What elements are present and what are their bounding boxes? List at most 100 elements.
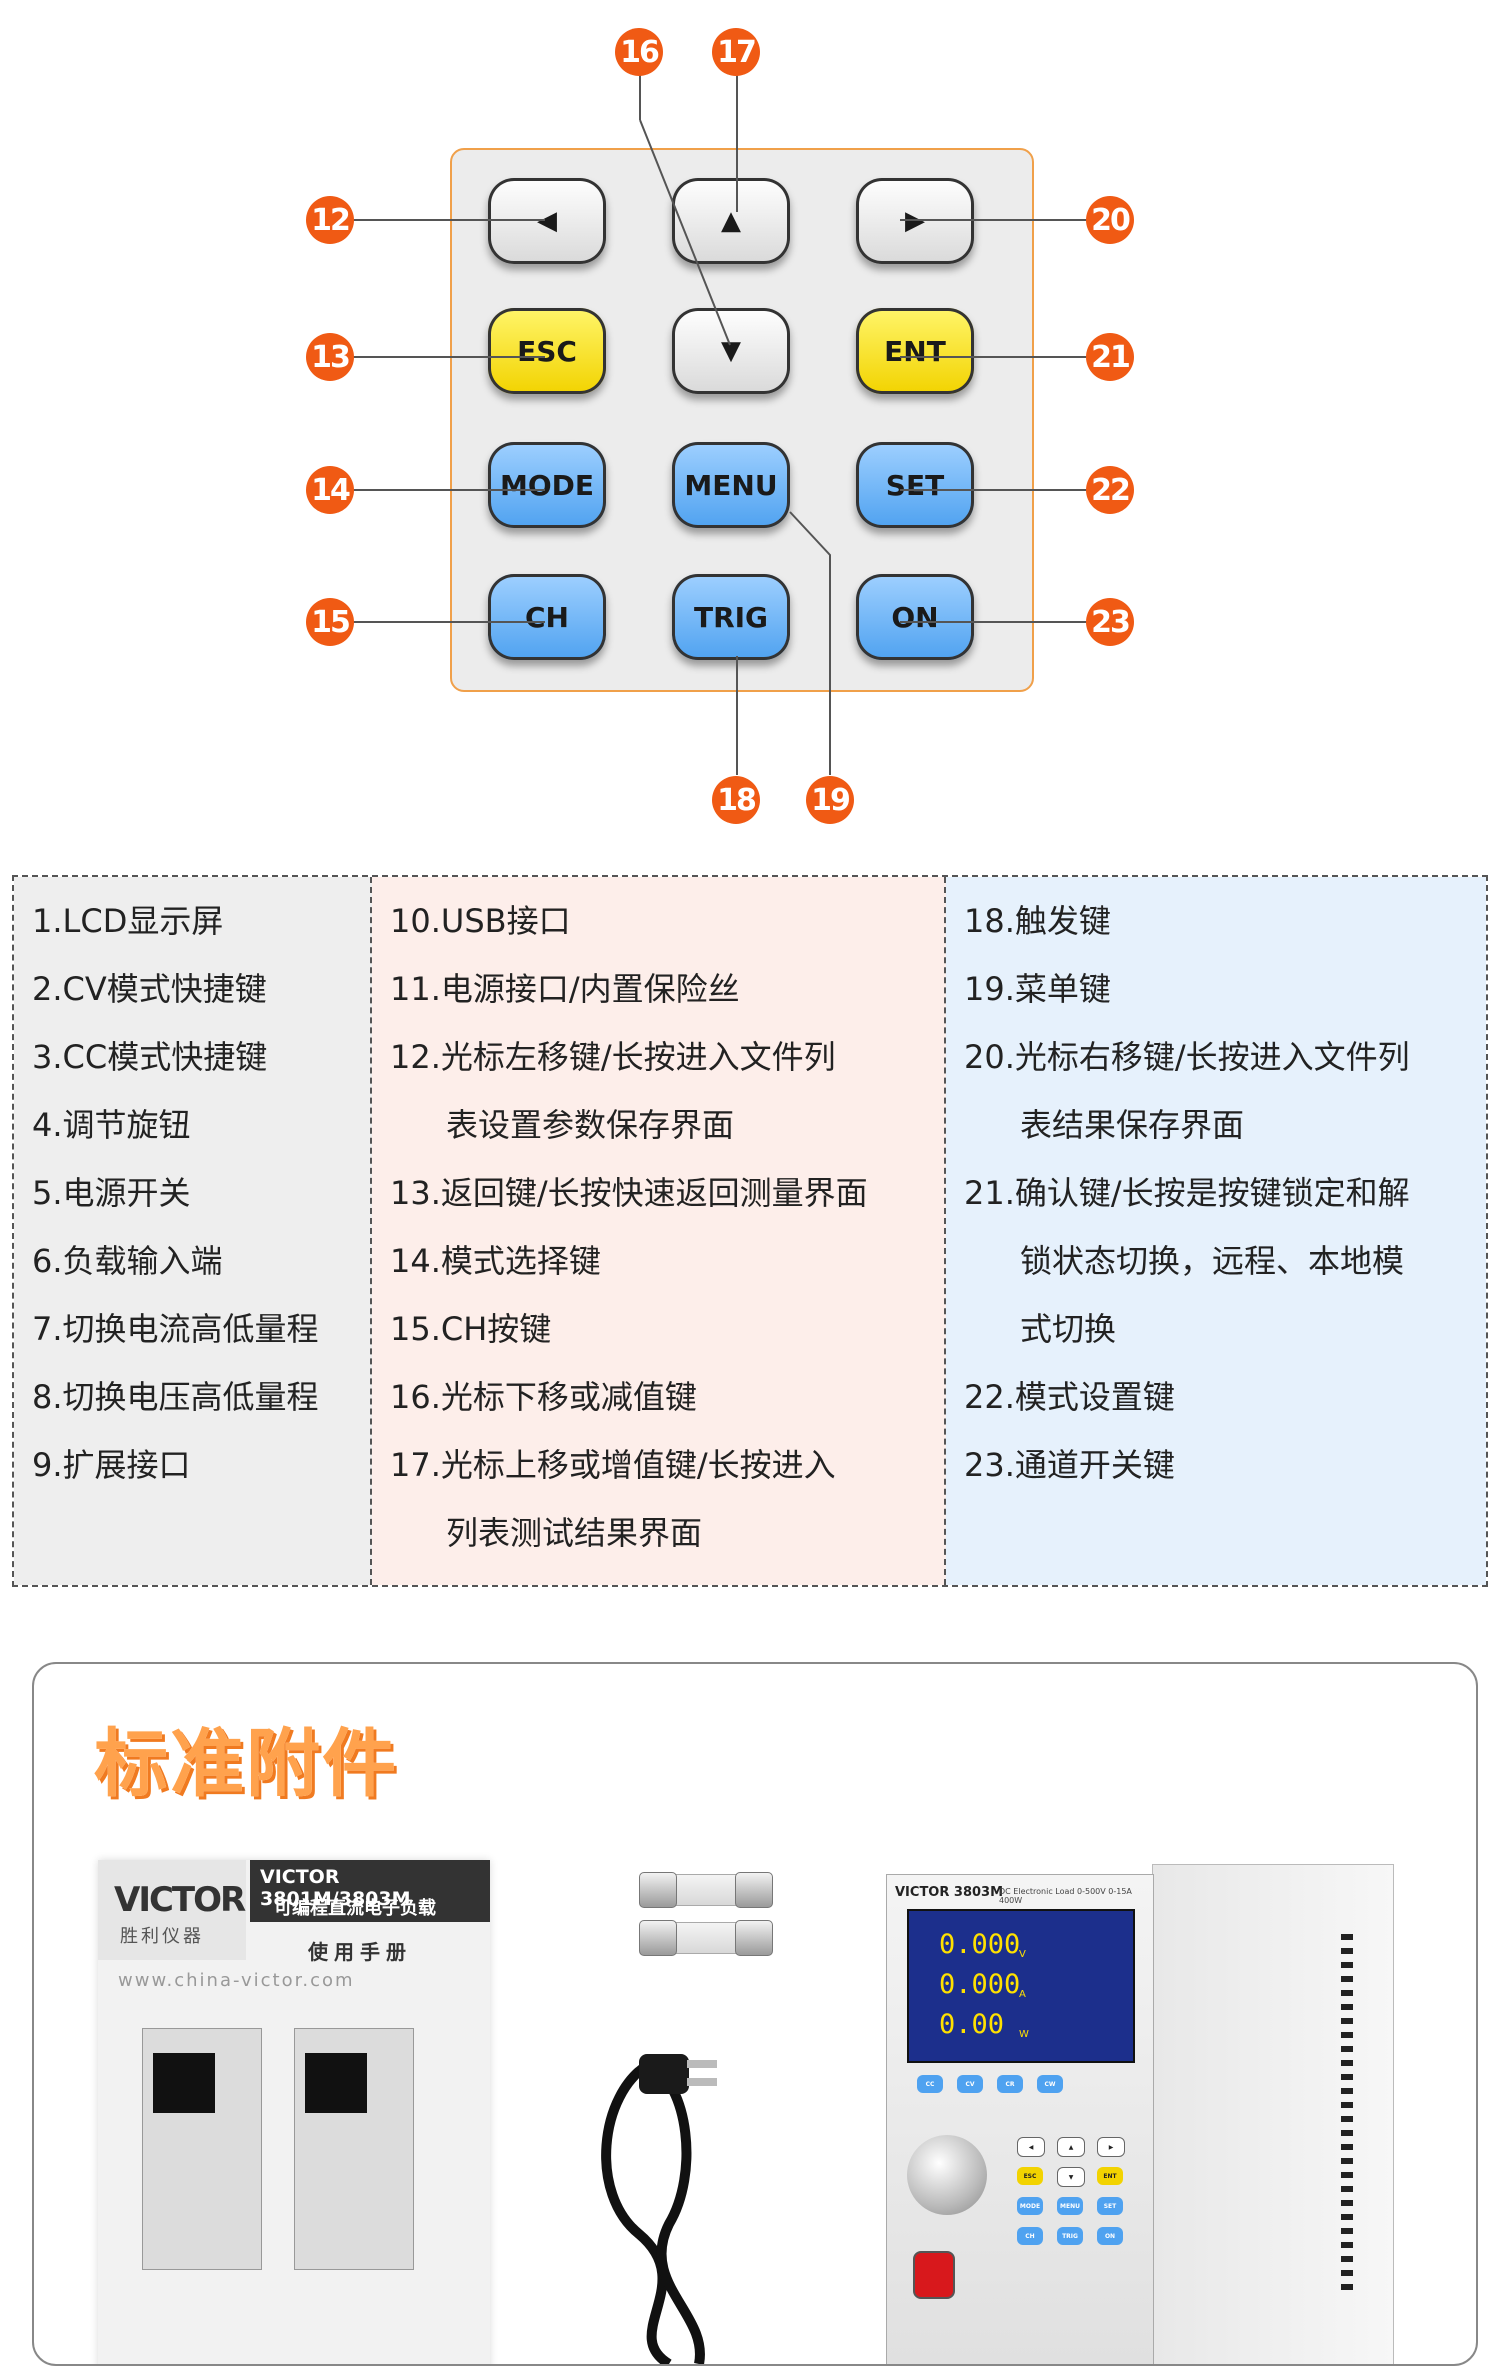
callout-17: 17 xyxy=(712,28,760,76)
vent-slot xyxy=(1341,2144,1353,2150)
mini-key: MODE xyxy=(1017,2197,1043,2215)
down-arrow-key[interactable]: ▼ xyxy=(672,308,790,394)
on-key[interactable]: ON xyxy=(856,574,974,660)
fuse-icon xyxy=(639,1872,773,1908)
device-cc-button: CC xyxy=(917,2075,943,2093)
description-item: 13.返回键/长按快速返回测量界面 xyxy=(390,1174,868,1212)
set-key[interactable]: SET xyxy=(856,442,974,528)
description-item: 22.模式设置键 xyxy=(964,1378,1175,1416)
description-item: 9.扩展接口 xyxy=(32,1446,191,1484)
callout-lines xyxy=(340,72,1090,775)
key-description-table: 1.LCD显示屏 2.CV模式快捷键 3.CC模式快捷键 4.调节旋钮 5.电源… xyxy=(12,875,1488,1587)
power-switch-icon xyxy=(913,2251,955,2299)
accessories-title: 标准附件 xyxy=(94,1721,398,1807)
vent-slot xyxy=(1341,2270,1353,2276)
mini-key: ▼ xyxy=(1057,2167,1085,2187)
callout-22: 22 xyxy=(1086,466,1134,514)
accessories-panel: 标准附件 VICTOR 胜利仪器 VICTOR 3801M/3803M 可编程直… xyxy=(32,1662,1478,2366)
description-column-2: 10.USB接口 11.电源接口/内置保险丝 12.光标左移键/长按进入文件列 … xyxy=(372,877,946,1585)
manual-logo-block: VICTOR 胜利仪器 xyxy=(98,1860,246,1960)
description-item: 18.触发键 xyxy=(964,902,1111,940)
vent-slot xyxy=(1341,2004,1353,2010)
vent-slot xyxy=(1341,2018,1353,2024)
callout-19: 19 xyxy=(806,776,854,824)
mini-key: MENU xyxy=(1057,2197,1083,2215)
mini-key: CH xyxy=(1017,2227,1043,2245)
vent-slot xyxy=(1341,2116,1353,2122)
mini-key: ON xyxy=(1097,2227,1123,2245)
manual-device-photo xyxy=(294,2028,414,2270)
description-item: 23.通道开关键 xyxy=(964,1446,1175,1484)
mini-key: TRIG xyxy=(1057,2227,1083,2245)
description-item: 2.CV模式快捷键 xyxy=(32,970,267,1008)
description-item: 表结果保存界面 xyxy=(1020,1106,1245,1144)
vent-slot xyxy=(1341,2172,1353,2178)
adjust-knob-icon xyxy=(907,2135,987,2215)
description-column-1: 1.LCD显示屏 2.CV模式快捷键 3.CC模式快捷键 4.调节旋钮 5.电源… xyxy=(14,877,372,1585)
vent-slot xyxy=(1341,1934,1353,1940)
device-cw-button: CW xyxy=(1037,2075,1063,2093)
trig-key[interactable]: TRIG xyxy=(672,574,790,660)
victor-logo-cn: 胜利仪器 xyxy=(120,1926,204,1947)
description-item: 19.菜单键 xyxy=(964,970,1111,1008)
manual-title-band: VICTOR 3801M/3803M 可编程直流电子负载 xyxy=(250,1860,490,1922)
callout-23: 23 xyxy=(1086,598,1134,646)
victor-logo: VICTOR xyxy=(114,1880,246,1920)
device-front-panel: VICTOR 3803M DC Electronic Load 0-500V 0… xyxy=(886,1874,1154,2364)
manual-subtitle: 可编程直流电子负载 xyxy=(274,1898,436,1919)
vent-slot xyxy=(1341,2046,1353,2052)
callout-18: 18 xyxy=(712,776,760,824)
device-side-panel xyxy=(1152,1864,1394,2364)
description-item: 1.LCD显示屏 xyxy=(32,902,224,940)
electronic-load-device-image: VICTOR 3803M DC Electronic Load 0-500V 0… xyxy=(886,1834,1394,2364)
callout-13: 13 xyxy=(306,333,354,381)
mode-key[interactable]: MODE xyxy=(488,442,606,528)
callout-12: 12 xyxy=(306,196,354,244)
ch-key[interactable]: CH xyxy=(488,574,606,660)
vent-slot xyxy=(1341,2158,1353,2164)
device-cr-button: CR xyxy=(997,2075,1023,2093)
vent-slot xyxy=(1341,2228,1353,2234)
description-item: 7.切换电流高低量程 xyxy=(32,1310,319,1348)
description-item: 6.负载输入端 xyxy=(32,1242,223,1280)
mini-key: ▶ xyxy=(1097,2137,1125,2157)
ent-key[interactable]: ENT xyxy=(856,308,974,394)
screen-current: 0.000 xyxy=(939,1969,1021,2000)
mini-key: ESC xyxy=(1017,2167,1043,2185)
description-item: 表设置参数保存界面 xyxy=(446,1106,735,1144)
vent-slot xyxy=(1341,1990,1353,1996)
description-item: 11.电源接口/内置保险丝 xyxy=(390,970,740,1008)
screen-voltage: 0.000 xyxy=(939,1929,1021,1960)
esc-key[interactable]: ESC xyxy=(488,308,606,394)
description-item: 15.CH按键 xyxy=(390,1310,552,1348)
fuse-icon xyxy=(639,1920,773,1956)
vent-slot xyxy=(1341,2074,1353,2080)
mini-key: ◀ xyxy=(1017,2137,1045,2157)
description-item: 12.光标左移键/长按进入文件列 xyxy=(390,1038,836,1076)
vent-slot xyxy=(1341,2032,1353,2038)
description-item: 4.调节旋钮 xyxy=(32,1106,191,1144)
callout-20: 20 xyxy=(1086,196,1134,244)
menu-key[interactable]: MENU xyxy=(672,442,790,528)
callout-14: 14 xyxy=(306,466,354,514)
description-item: 20.光标右移键/长按进入文件列 xyxy=(964,1038,1410,1076)
vent-slot xyxy=(1341,2186,1353,2192)
vent-slot xyxy=(1341,1962,1353,1968)
device-cv-button: CV xyxy=(957,2075,983,2093)
callout-16: 16 xyxy=(615,28,663,76)
manual-url: www.china-victor.com xyxy=(118,1970,355,1991)
description-column-3: 18.触发键 19.菜单键 20.光标右移键/长按进入文件列 表结果保存界面 2… xyxy=(946,877,1486,1585)
description-item: 式切换 xyxy=(1020,1310,1117,1348)
user-manual-image: VICTOR 胜利仪器 VICTOR 3801M/3803M 可编程直流电子负载… xyxy=(98,1860,490,2364)
description-item: 14.模式选择键 xyxy=(390,1242,601,1280)
screen-power: 0.00 xyxy=(939,2009,1005,2040)
manual-usage-title: 使用手册 xyxy=(308,1940,412,1964)
vent-slot xyxy=(1341,2130,1353,2136)
description-item: 5.电源开关 xyxy=(32,1174,191,1212)
device-model-label: VICTOR 3803M xyxy=(895,1885,1004,1900)
mini-key: SET xyxy=(1097,2197,1123,2215)
device-desc-label: DC Electronic Load 0-500V 0-15A 400W xyxy=(999,1887,1132,1905)
description-item: 16.光标下移或减值键 xyxy=(390,1378,697,1416)
mini-key: ▲ xyxy=(1057,2137,1085,2157)
keypad-panel: ◀ ▲ ▶ ESC ▼ ENT MODE MENU SET CH TRIG ON xyxy=(450,148,1034,692)
